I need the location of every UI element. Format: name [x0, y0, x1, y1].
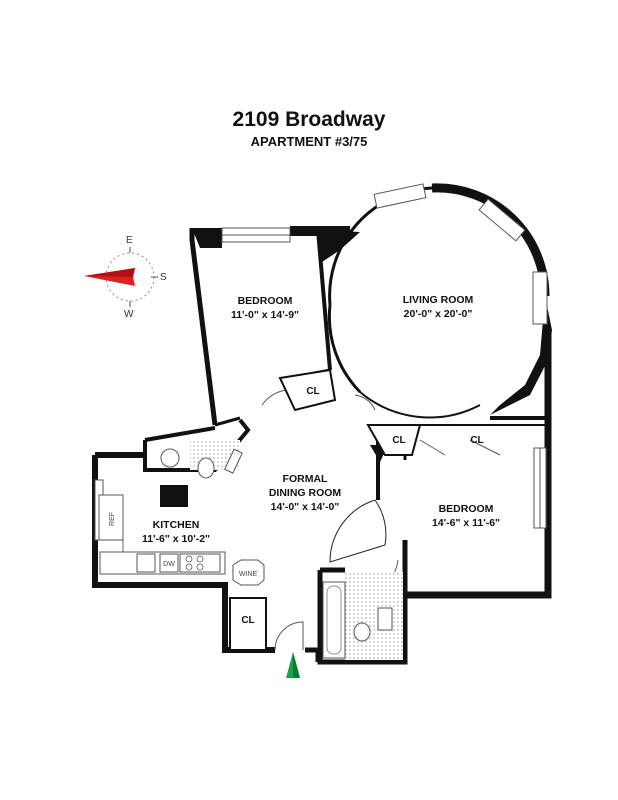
- stove-icon: [179, 553, 221, 573]
- compass-west-label: W: [124, 309, 134, 320]
- sink-icon: [136, 553, 156, 573]
- dishwasher-label: DW: [163, 561, 175, 568]
- vanity-icon: [377, 607, 393, 631]
- door-swing: [354, 394, 376, 411]
- plan-title: 2109 Broadway: [232, 108, 386, 131]
- bath-one: [160, 440, 243, 479]
- plan-subtitle: APARTMENT #3/75: [250, 134, 368, 149]
- toilet-icon: [197, 457, 215, 479]
- compass-south-label: S: [160, 272, 167, 283]
- dining-label-line1: FORMAL: [283, 473, 328, 485]
- closet-bedroom1: [278, 368, 337, 412]
- dishwasher: [159, 553, 179, 573]
- closet-label: CL: [392, 435, 405, 446]
- kitchen-label: KITCHEN: [153, 519, 200, 531]
- bedroom1-label: BEDROOM: [238, 295, 293, 307]
- living-room-dims: 20'-0" x 20'-0": [404, 308, 473, 320]
- bath-two: [322, 572, 403, 660]
- toilet-icon: [353, 622, 371, 642]
- walls: [92, 183, 552, 665]
- wine-label: WINE: [239, 571, 258, 578]
- window: [478, 198, 526, 242]
- kitchen-fixtures: [98, 494, 265, 586]
- window: [373, 183, 427, 209]
- living-room-label: LIVING ROOM: [403, 294, 474, 306]
- wine-cooler: [232, 559, 265, 586]
- dining-dims: 14'-0" x 14'-0": [271, 501, 340, 513]
- closet-doors: [419, 439, 501, 456]
- closet-living: [366, 424, 422, 456]
- door-swing: [329, 499, 387, 563]
- closet-label: CL: [306, 386, 319, 397]
- bedroom2-dims: 14'-6" x 11'-6": [432, 517, 500, 529]
- refrigerator: [98, 494, 124, 541]
- closets: [229, 368, 422, 651]
- bedroom2-label: BEDROOM: [439, 503, 494, 515]
- closet-entry: [229, 597, 267, 651]
- refrigerator-label: REF: [109, 512, 116, 526]
- window: [532, 271, 548, 325]
- dining-label-line2: DINING ROOM: [269, 487, 342, 499]
- compass-rose: E S W: [84, 235, 167, 320]
- entry-door: [274, 621, 304, 651]
- bedroom1-dims: 11'-0" x 14'-9": [231, 309, 299, 321]
- sink-icon: [160, 448, 180, 468]
- compass-east-label: E: [126, 235, 133, 246]
- plan-header: 2109 Broadway APARTMENT #3/75: [0, 108, 618, 149]
- kitchen-dims: 11'-6" x 10'-2": [142, 533, 210, 545]
- closet-label: CL: [241, 615, 254, 626]
- closet-label: CL: [470, 435, 483, 446]
